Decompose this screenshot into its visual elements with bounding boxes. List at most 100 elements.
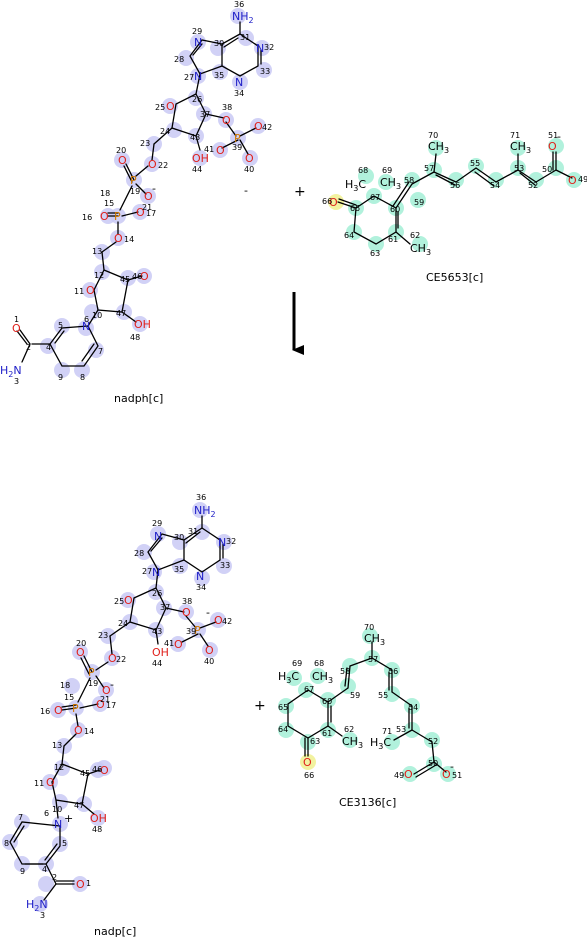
svg-text:19: 19 (130, 187, 140, 196)
svg-text:49: 49 (578, 175, 587, 184)
svg-text:51: 51 (548, 131, 558, 140)
svg-text:19: 19 (88, 679, 98, 688)
nadph-atom-labels: NH2 N N N N O O P O O O OH O P O O P O O… (0, 10, 264, 379)
svg-text:33: 33 (220, 561, 230, 570)
svg-text:O: O (222, 114, 231, 127)
svg-text:47: 47 (116, 309, 126, 318)
svg-text:69: 69 (382, 166, 392, 175)
svg-text:61: 61 (322, 729, 332, 738)
svg-text:67: 67 (370, 193, 380, 202)
svg-text:43: 43 (190, 133, 200, 142)
svg-text:29: 29 (152, 519, 162, 528)
svg-text:41: 41 (164, 639, 174, 648)
svg-text:62: 62 (410, 231, 420, 240)
svg-text:O: O (214, 614, 223, 627)
molecule-nadp: NH2 N N N N O O P O O O OH O P O O P O O… (2, 493, 236, 937)
svg-text:57: 57 (368, 655, 378, 664)
svg-text:22: 22 (158, 161, 168, 170)
product-label-nadp: nadp[c] (94, 925, 136, 937)
svg-text:CH3: CH3 (410, 242, 431, 257)
nadph-atom-highlights (40, 8, 272, 378)
svg-text:70: 70 (364, 623, 374, 632)
svg-text:8: 8 (4, 839, 9, 848)
svg-text:65: 65 (278, 703, 288, 712)
svg-text:-: - (450, 760, 454, 773)
svg-text:31: 31 (188, 527, 198, 536)
svg-text:O: O (100, 764, 109, 777)
svg-text:50: 50 (428, 759, 438, 768)
svg-text:O: O (46, 776, 55, 789)
svg-text:49: 49 (394, 771, 404, 780)
svg-text:12: 12 (94, 271, 104, 280)
svg-text:44: 44 (192, 165, 202, 174)
svg-text:OH: OH (90, 812, 107, 825)
svg-text:3: 3 (14, 377, 19, 386)
ce5653-atom-highlights (346, 138, 582, 252)
svg-text:37: 37 (200, 110, 210, 119)
svg-text:CH3: CH3 (510, 140, 531, 155)
svg-text:9: 9 (58, 373, 63, 382)
svg-text:1: 1 (86, 879, 91, 888)
svg-text:O: O (76, 646, 85, 659)
svg-text:64: 64 (278, 725, 288, 734)
svg-text:-: - (206, 606, 210, 619)
svg-text:H3C: H3C (345, 178, 366, 193)
svg-text:58: 58 (340, 667, 350, 676)
svg-text:13: 13 (92, 247, 102, 256)
svg-text:42: 42 (262, 123, 272, 132)
svg-text:O: O (118, 154, 127, 167)
svg-text:60: 60 (390, 205, 400, 214)
svg-text:O: O (74, 724, 83, 737)
svg-text:44: 44 (152, 659, 162, 668)
svg-text:O: O (108, 652, 117, 665)
svg-text:O: O (166, 100, 175, 113)
ce5653-bonds (337, 151, 573, 245)
nadph-atom-numbers: 36 31 32 33 34 35 30 29 28 27 26 25 37 3… (14, 0, 274, 386)
svg-text:O: O (54, 704, 63, 717)
svg-text:16: 16 (82, 213, 92, 222)
svg-text:35: 35 (214, 71, 224, 80)
svg-text:34: 34 (196, 583, 206, 592)
svg-text:71: 71 (382, 727, 392, 736)
svg-text:CH3: CH3 (428, 140, 449, 155)
svg-text:-: - (557, 130, 561, 143)
svg-text:29: 29 (192, 27, 202, 36)
product-label-ce3136: CE3136[c] (339, 796, 396, 809)
svg-text:66: 66 (322, 197, 332, 206)
svg-text:O: O (100, 210, 109, 223)
svg-text:52: 52 (528, 181, 538, 190)
svg-text:O: O (12, 322, 21, 335)
svg-text:28: 28 (134, 549, 144, 558)
svg-text:41: 41 (204, 145, 214, 154)
svg-text:59: 59 (350, 691, 360, 700)
svg-text:45: 45 (120, 275, 130, 284)
svg-text:39: 39 (186, 627, 196, 636)
svg-text:3: 3 (40, 911, 45, 920)
svg-text:46: 46 (92, 765, 102, 774)
svg-text:9: 9 (20, 867, 25, 876)
ce3136-bonds (287, 641, 447, 778)
svg-text:23: 23 (140, 139, 150, 148)
svg-text:O: O (568, 174, 577, 187)
svg-text:11: 11 (74, 287, 84, 296)
svg-text:30: 30 (174, 533, 184, 542)
svg-text:55: 55 (378, 691, 388, 700)
svg-text:61: 61 (388, 235, 398, 244)
svg-text:18: 18 (100, 189, 110, 198)
svg-text:H2N: H2N (26, 898, 48, 913)
svg-text:7: 7 (18, 813, 23, 822)
svg-text:CH3: CH3 (380, 176, 401, 191)
svg-text:68: 68 (314, 659, 324, 668)
svg-text:57: 57 (424, 164, 434, 173)
svg-text:63: 63 (370, 249, 380, 258)
svg-text:51: 51 (452, 771, 462, 780)
svg-text:17: 17 (146, 209, 156, 218)
svg-text:12: 12 (54, 763, 64, 772)
svg-text:O: O (136, 206, 145, 219)
svg-text:10: 10 (92, 311, 102, 320)
svg-text:N: N (154, 530, 162, 543)
svg-text:NH2: NH2 (194, 504, 216, 519)
svg-text:67: 67 (304, 685, 314, 694)
svg-text:O: O (86, 284, 95, 297)
